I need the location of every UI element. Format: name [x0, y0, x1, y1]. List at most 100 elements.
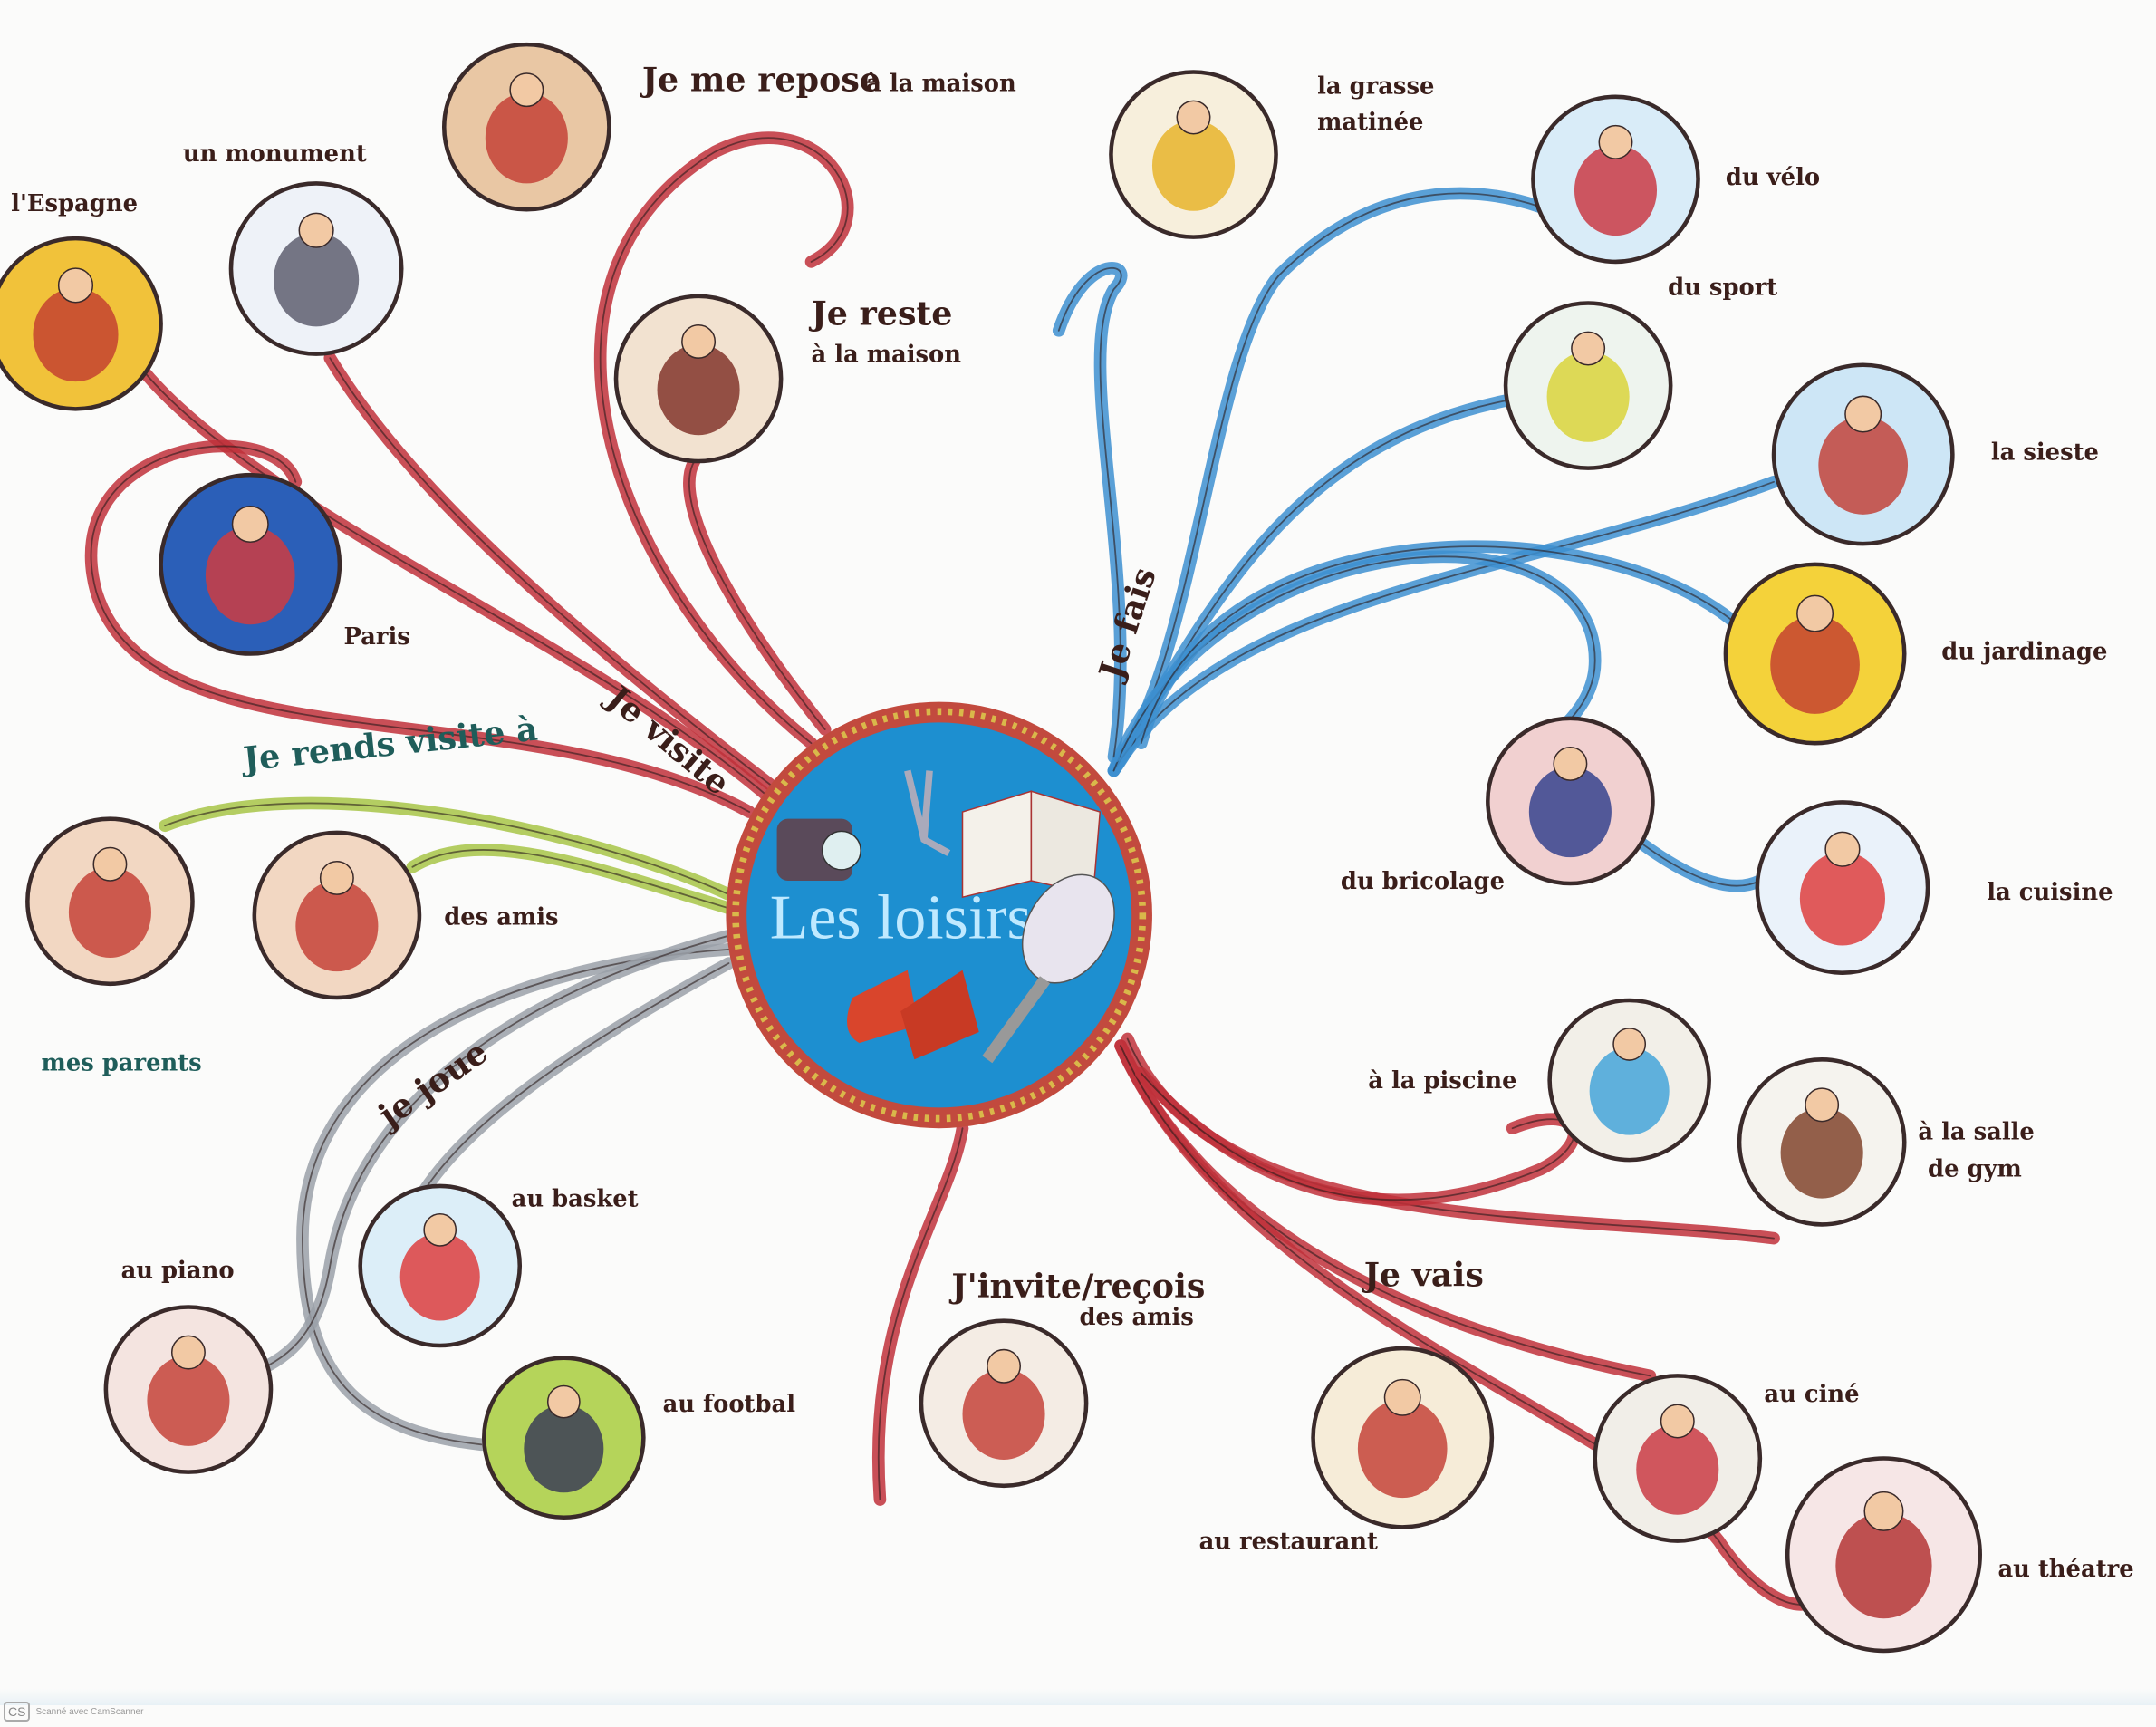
node-figure [147, 1355, 230, 1446]
branch-label-a-la-maison: à la maison [866, 71, 1016, 98]
node-figure-head [1571, 331, 1606, 366]
tennis-racket-icon [982, 873, 1115, 1064]
node-figure [1528, 766, 1612, 858]
label-cuisine: la cuisine [1987, 879, 2113, 906]
node-figure-head [1176, 100, 1211, 135]
node-figure-head [1598, 124, 1633, 159]
label-grasse-2: matinée [1317, 109, 1423, 136]
node-figure [1770, 615, 1860, 714]
node-figure [1574, 144, 1658, 236]
node-figure [68, 866, 151, 958]
node-figure-head [509, 72, 544, 108]
node-figure [295, 880, 379, 972]
node-figure [33, 287, 119, 382]
scan-edge [0, 1689, 2156, 1705]
illustration-monument [228, 181, 404, 356]
scanner-watermark: CS Scanné avec CamScanner [4, 1702, 143, 1722]
node-figure [962, 1368, 1045, 1460]
node-figure [1780, 1107, 1863, 1199]
node-figure [485, 92, 568, 184]
label-sieste: la sieste [1991, 439, 2099, 467]
node-figure-head [423, 1212, 457, 1247]
branch-label-je-me-repose: Je me repose [640, 61, 881, 100]
branch-invite-outline [877, 1127, 964, 1500]
branch-fais-sieste-outline [1112, 480, 1775, 772]
center-title: Les loisirs [770, 883, 1032, 953]
node-figure-head [92, 846, 128, 882]
illustration-cuisine [1755, 800, 1930, 975]
boots-icon [847, 970, 979, 1060]
branch-visite-paris-outline [90, 445, 751, 813]
branch-rends-amis-outline [411, 849, 730, 910]
node-figure [1799, 851, 1885, 946]
branch-fais-velo-outline [1112, 192, 1541, 772]
center-dots [732, 708, 1147, 1123]
branch-visite-espagne-outline [122, 343, 771, 799]
label-paris: Paris [343, 623, 409, 651]
illustration-jardinage [1723, 562, 1907, 746]
leaf-nodes [0, 42, 1982, 1654]
node-figure-head [1844, 395, 1882, 433]
watermark-text: Scanné avec CamScanner [35, 1706, 144, 1717]
illustration-basket [358, 1183, 523, 1348]
node-figure [1589, 1047, 1670, 1135]
book-icon [961, 790, 1102, 899]
illustration-repose [441, 42, 611, 212]
label-jardinage: du jardinage [1941, 639, 2107, 666]
illustration-bricolage [1486, 716, 1655, 886]
label-theatre: au théatre [1997, 1556, 2133, 1583]
node-figure-head [170, 1335, 206, 1370]
branch-visite-monument-outline [329, 357, 771, 786]
illustration-velo [1531, 94, 1700, 265]
branch-label-je-fais: Je fais [1091, 563, 1164, 687]
node-figure [657, 344, 740, 436]
branch-fais-cuisine-outline [1635, 838, 1761, 887]
node-figure [1546, 351, 1630, 442]
branch-fais-curl-outline [1057, 267, 1122, 758]
illustration-grasse-matinee [1109, 70, 1278, 239]
label-football: au footbal [663, 1391, 796, 1418]
branch-label-je-vais: Je vais [1362, 1256, 1484, 1295]
illustration-piscine [1547, 998, 1711, 1163]
node-figure-head [1824, 831, 1861, 867]
node-figure-head [1383, 1378, 1421, 1416]
center-node: Les loisirs [726, 701, 1152, 1129]
branch-repose-outline [599, 137, 849, 745]
illustration-espagne [0, 236, 163, 411]
illustration-gym [1737, 1057, 1907, 1227]
node-figure-head [298, 212, 334, 248]
label-sport: du sport [1668, 274, 1777, 301]
node-figure-head [1805, 1087, 1840, 1123]
node-figure-head [319, 860, 354, 895]
camera-icon [776, 818, 861, 881]
node-figure [1835, 1512, 1932, 1619]
label-piscine: à la piscine [1368, 1067, 1516, 1095]
node-figure-head [1612, 1028, 1647, 1061]
pliers-icon [904, 769, 951, 856]
branch-label-je-rends-visite: Je rends visite à [239, 709, 540, 779]
label-monument: un monument [183, 140, 367, 168]
node-figure-head [681, 324, 717, 359]
illustration-invite [919, 1318, 1089, 1489]
illustration-paris [159, 472, 342, 656]
illustration-sieste [1771, 362, 1955, 546]
node-figure [274, 232, 360, 327]
illustration-parents [25, 816, 195, 987]
illustration-piano [103, 1305, 274, 1474]
branch-reste-outline [688, 460, 826, 730]
branch-joue-basket-outline [411, 962, 730, 1212]
node-figure-head [1660, 1404, 1695, 1439]
label-cine: au ciné [1764, 1381, 1859, 1408]
node-figure-head [231, 505, 269, 543]
branch-fais-cuisine [1630, 833, 1766, 892]
node-figure [399, 1232, 480, 1321]
label-velo: du vélo [1726, 164, 1820, 191]
node-figure-head [1553, 746, 1588, 781]
label-gym-2: de gym [1928, 1155, 2022, 1182]
branch-label-j-invite: J'invite/reçois [948, 1267, 1205, 1306]
camscanner-logo: CS [4, 1702, 31, 1722]
branch-joue-football-outline [302, 948, 730, 1446]
branch-joue-piano-outline [246, 934, 730, 1377]
branch-fais-jardinage-outline [1140, 545, 1747, 745]
